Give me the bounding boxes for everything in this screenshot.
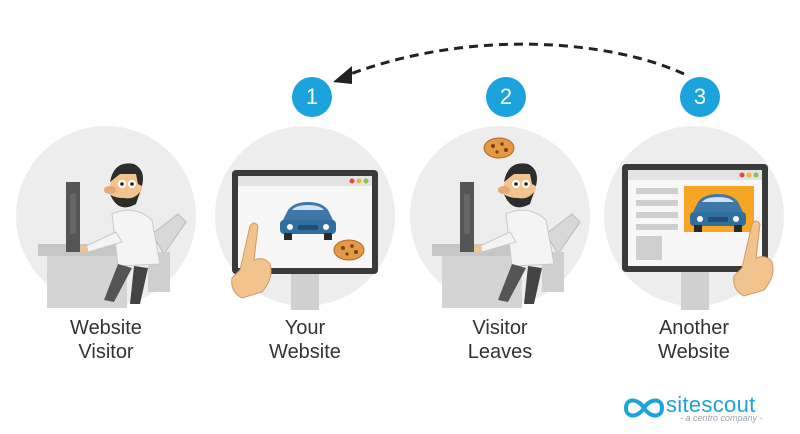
step-3-badge: 3: [680, 77, 720, 117]
caption-line: Visitor: [78, 341, 134, 363]
caption-line: Website: [70, 317, 142, 339]
step-your-website-illustration: [215, 126, 395, 310]
step-2-badge: 2: [486, 77, 526, 117]
caption-line: Website: [658, 341, 730, 363]
step-another-website-illustration: [604, 126, 784, 310]
caption-line: Website: [269, 341, 341, 363]
step-another-website-caption: Another Website: [614, 316, 774, 364]
caption-line: Your: [284, 317, 326, 339]
step-visitor-illustration: [16, 126, 196, 308]
arrowhead-icon: [333, 66, 352, 84]
caption-line: Visitor: [472, 317, 528, 339]
step-your-website-caption: Your Website: [225, 316, 385, 364]
brand-name: sitescout: [666, 392, 756, 417]
step-visitor-leaves-illustration: [410, 126, 590, 308]
brand-tagline: - a centro company -: [680, 413, 763, 423]
step-visitor-caption: Website Visitor: [26, 316, 186, 364]
step-1-badge: 1: [292, 77, 332, 117]
sitescout-logo: sitescout - a centro company -: [622, 392, 792, 428]
infinity-logo-icon: [623, 398, 665, 418]
step-visitor-leaves-caption: Visitor Leaves: [420, 316, 580, 364]
caption-line: Another: [658, 317, 730, 339]
caption-line: Leaves: [467, 341, 533, 363]
return-arrow: [344, 42, 685, 78]
